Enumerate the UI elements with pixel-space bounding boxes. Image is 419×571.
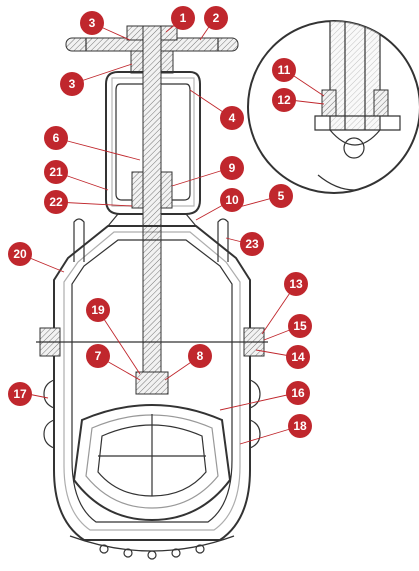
svg-text:15: 15 xyxy=(293,319,307,333)
lifting-lugs xyxy=(73,218,229,262)
svg-text:20: 20 xyxy=(13,247,27,261)
callout-22: 22 xyxy=(44,190,68,214)
callout-20: 20 xyxy=(8,242,32,266)
svg-text:21: 21 xyxy=(49,165,63,179)
callout-11: 11 xyxy=(272,58,296,82)
callout-1: 1 xyxy=(171,6,195,30)
svg-text:6: 6 xyxy=(53,131,60,145)
yoke-housing xyxy=(105,71,201,227)
callout-2: 2 xyxy=(204,6,228,30)
callouts: 1 2 3 3 4 5 6 7 8 9 10 11 12 13 14 15 16… xyxy=(8,6,312,438)
svg-text:12: 12 xyxy=(277,93,291,107)
svg-text:17: 17 xyxy=(13,387,27,401)
callout-9: 9 xyxy=(220,156,244,180)
gate-disc xyxy=(72,371,232,522)
svg-text:4: 4 xyxy=(229,111,236,125)
svg-text:1: 1 xyxy=(180,11,187,25)
callout-7: 7 xyxy=(86,344,110,368)
svg-text:10: 10 xyxy=(225,193,239,207)
svg-text:11: 11 xyxy=(278,63,291,77)
callout-10: 10 xyxy=(220,188,244,212)
svg-text:5: 5 xyxy=(278,189,285,203)
svg-text:18: 18 xyxy=(293,419,307,433)
svg-text:13: 13 xyxy=(289,277,303,291)
svg-text:7: 7 xyxy=(95,349,102,363)
svg-text:19: 19 xyxy=(91,303,105,317)
callout-3-top: 3 xyxy=(80,11,104,35)
callout-15: 15 xyxy=(288,314,312,338)
svg-text:3: 3 xyxy=(69,77,76,91)
callout-14: 14 xyxy=(286,345,310,369)
svg-text:9: 9 xyxy=(229,161,236,175)
svg-text:23: 23 xyxy=(245,237,259,251)
svg-text:2: 2 xyxy=(213,11,220,25)
callout-3-lower: 3 xyxy=(60,72,84,96)
svg-text:22: 22 xyxy=(49,195,63,209)
callout-4: 4 xyxy=(220,106,244,130)
callout-13: 13 xyxy=(284,272,308,296)
callout-18: 18 xyxy=(288,414,312,438)
svg-text:14: 14 xyxy=(291,350,305,364)
callout-5: 5 xyxy=(269,184,293,208)
svg-text:8: 8 xyxy=(197,349,204,363)
callout-21: 21 xyxy=(44,160,68,184)
callout-16: 16 xyxy=(286,381,310,405)
callout-6: 6 xyxy=(44,126,68,150)
callout-8: 8 xyxy=(188,344,212,368)
callout-23: 23 xyxy=(240,232,264,256)
stem xyxy=(142,25,162,387)
valve-body xyxy=(36,225,268,560)
callout-17: 17 xyxy=(8,382,32,406)
svg-text:16: 16 xyxy=(291,386,305,400)
callout-12: 12 xyxy=(272,88,296,112)
svg-text:3: 3 xyxy=(89,16,96,30)
callout-19: 19 xyxy=(86,298,110,322)
